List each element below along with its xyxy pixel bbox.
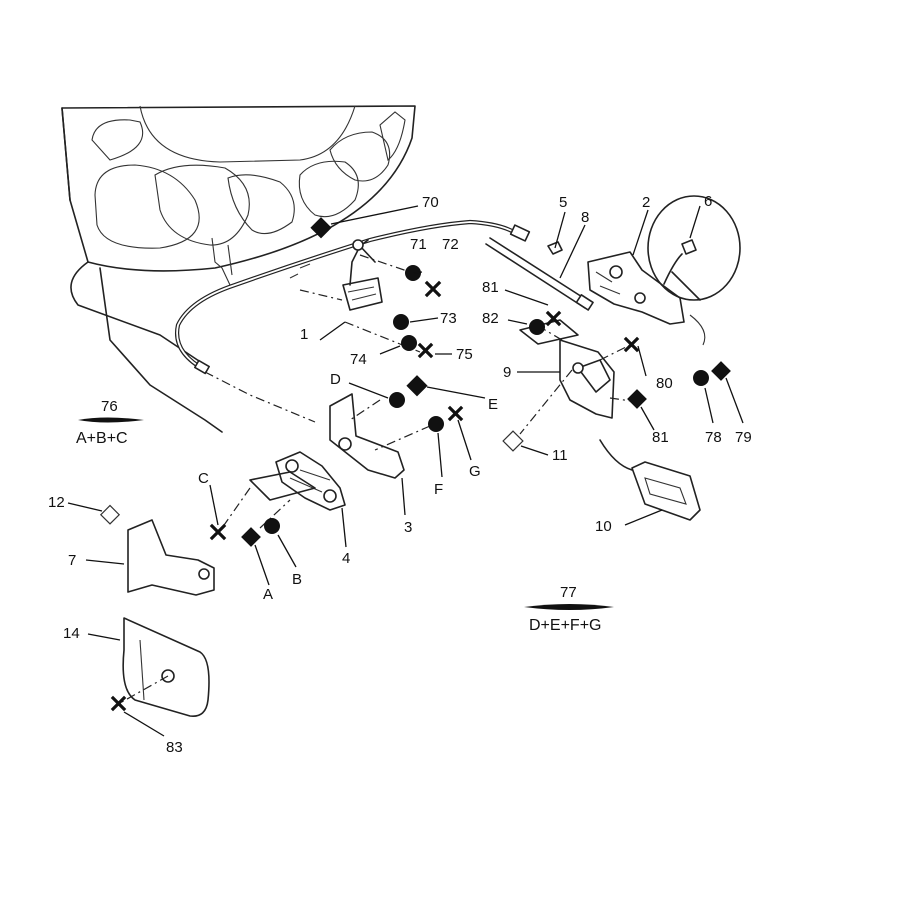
label-81-lower: 81: [652, 429, 669, 446]
leader-lines: [67, 205, 744, 737]
label-75: 75: [456, 346, 473, 363]
cross-72: [424, 280, 442, 298]
group-label-76: A+B+C: [76, 430, 128, 447]
label-a: A: [263, 586, 273, 603]
release-switch-bracket: [342, 239, 383, 311]
latch-assembly: [249, 393, 405, 511]
cross-c: [209, 523, 227, 541]
label-74: 74: [350, 351, 367, 368]
label-d: D: [330, 371, 341, 388]
detail-circle: [647, 195, 741, 346]
label-79: 79: [735, 429, 752, 446]
assembly-center-lines: [119, 254, 639, 704]
fastener-symbols: [99, 217, 731, 547]
cross-75: [417, 342, 434, 359]
cross-83: [110, 695, 127, 712]
label-73: 73: [440, 310, 457, 327]
fastener-square-79: [711, 361, 731, 381]
striker-assembly: [519, 251, 685, 419]
label-b: B: [292, 571, 302, 588]
fastener-circle-78: [693, 370, 709, 386]
group-label-77: D+E+F+G: [529, 617, 601, 634]
label-70: 70: [422, 194, 439, 211]
label-76: 76: [101, 398, 118, 415]
fastener-square-81: [627, 389, 647, 409]
label-1: 1: [300, 326, 308, 343]
fastener-open-11: [502, 430, 524, 452]
label-c: C: [198, 470, 209, 487]
trunk-lid-outline: [61, 105, 416, 433]
label-3: 3: [404, 519, 412, 536]
fastener-square-e: [406, 375, 428, 397]
cross-81-upper: [545, 310, 562, 327]
trim-part-14: [122, 617, 210, 717]
label-6: 6: [704, 193, 712, 210]
label-10: 10: [595, 518, 612, 535]
label-12: 12: [48, 494, 65, 511]
rod-8: [485, 237, 594, 311]
label-78: 78: [705, 429, 722, 446]
cross-symbols: [110, 280, 640, 712]
label-7: 7: [68, 552, 76, 569]
label-4: 4: [342, 550, 350, 567]
fastener-circle-71: [405, 265, 421, 281]
label-80: 80: [656, 375, 673, 392]
fastener-circle-d: [389, 392, 405, 408]
label-71: 71: [410, 236, 427, 253]
fastener-open-12: [99, 504, 121, 525]
handle-part-10: [599, 439, 701, 521]
label-f: F: [434, 481, 443, 498]
bracket-part-7: [127, 519, 215, 596]
cross-80: [623, 336, 640, 353]
fastener-circle-b: [264, 518, 280, 534]
fastener-square-a: [241, 527, 261, 547]
label-9: 9: [503, 364, 511, 381]
label-77: 77: [560, 584, 577, 601]
label-2: 2: [642, 194, 650, 211]
label-82: 82: [482, 310, 499, 327]
label-5: 5: [559, 194, 567, 211]
label-72: 72: [442, 236, 459, 253]
fastener-circle-74: [401, 335, 417, 351]
label-8: 8: [581, 209, 589, 226]
label-81-upper: 81: [482, 279, 499, 296]
label-11: 11: [552, 447, 568, 464]
label-14: 14: [63, 625, 80, 642]
cross-g: [447, 405, 464, 422]
label-g: G: [469, 463, 481, 480]
fastener-circle-f: [428, 416, 444, 432]
fastener-circle-82: [529, 319, 545, 335]
group-arrows: [78, 417, 614, 610]
label-e: E: [488, 396, 498, 413]
release-cable: [175, 219, 531, 375]
callout-labels: 1 2 3 4 5 6 7 8 9 10 11 12 14 70 71 72 7…: [48, 193, 752, 756]
fastener-circle-73: [393, 314, 409, 330]
label-83: 83: [166, 739, 183, 756]
